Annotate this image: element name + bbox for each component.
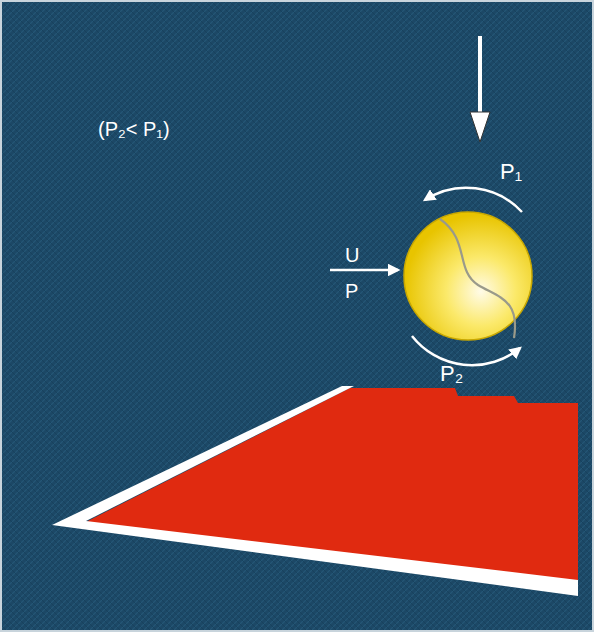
court-line [52, 386, 578, 596]
pressure-relation: (P₂< P₁) [98, 118, 170, 140]
pressure-label: P₂ [440, 362, 463, 386]
pressure-label: P [345, 280, 358, 302]
ball-seam [440, 219, 515, 338]
down-arrow [478, 36, 482, 118]
spin-arrow [425, 188, 522, 212]
velocity-arrow [330, 269, 398, 272]
pressure-label: P₁ [500, 160, 522, 184]
spin-arrow [412, 336, 520, 365]
tennis-ball [404, 212, 532, 340]
velocity-label: U [345, 244, 359, 266]
arrowhead [470, 112, 490, 142]
